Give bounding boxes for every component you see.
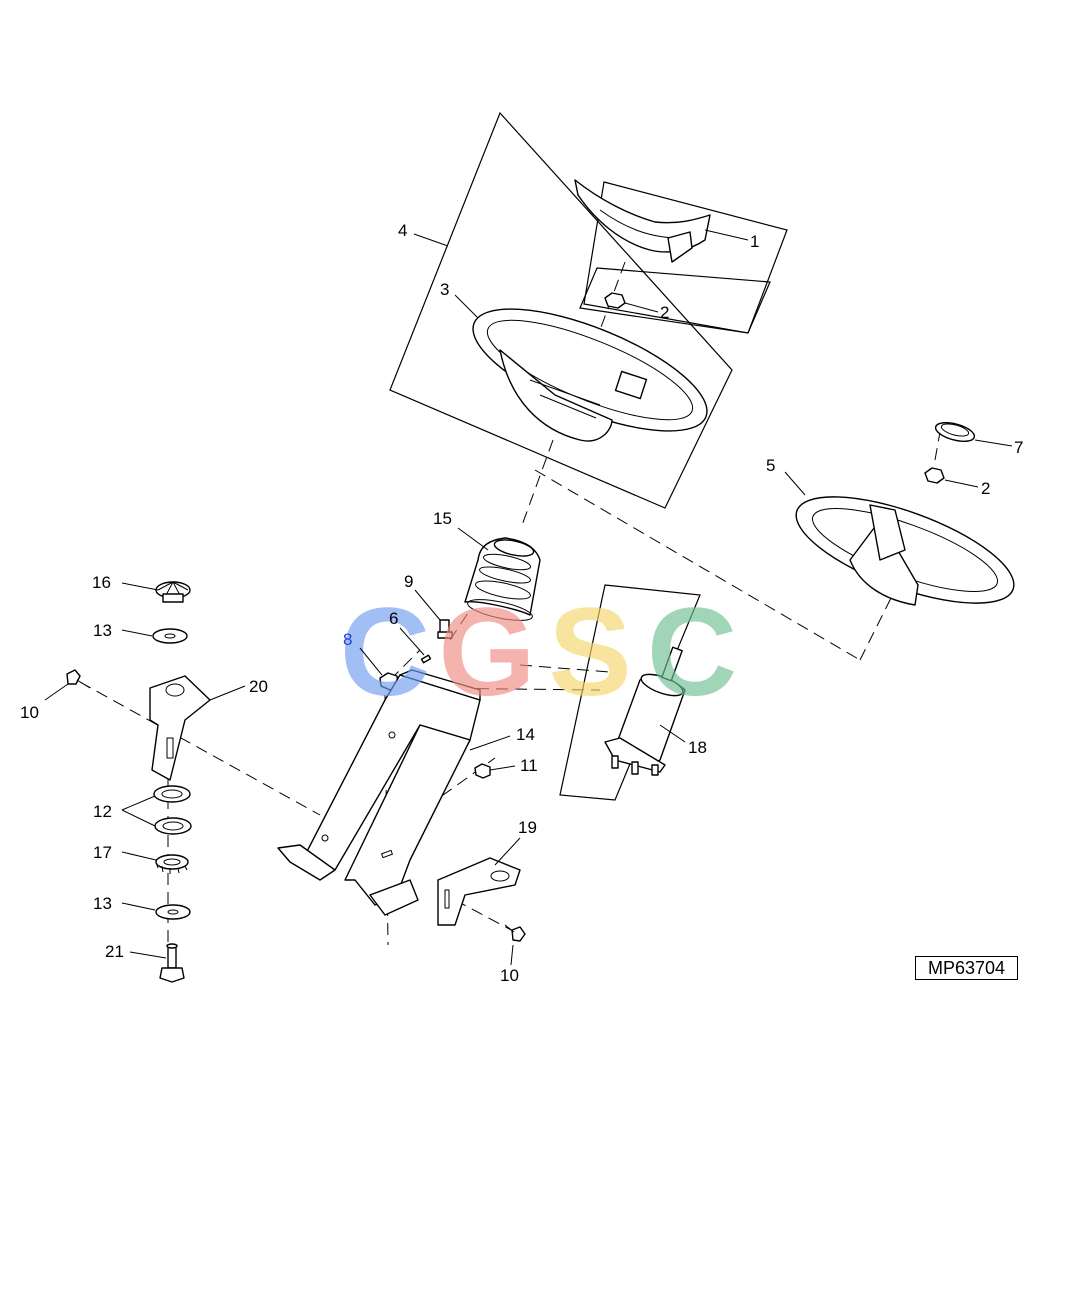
callout-5: 5 — [766, 456, 775, 475]
part-19-bracket-right — [437, 857, 521, 926]
assembly-group-box-1 — [583, 181, 788, 334]
assembly-group-box-2 — [579, 267, 771, 334]
callout-13-upper: 13 — [93, 621, 112, 640]
callout-13-lower: 13 — [93, 894, 112, 913]
watermark-letter-c1: C — [340, 583, 430, 722]
watermark-letter-c2: C — [647, 583, 737, 722]
part-10-bolt-left — [66, 669, 91, 689]
callout-20: 20 — [249, 677, 268, 696]
part-7-cap — [934, 421, 976, 443]
callout-10-lower: 10 — [500, 966, 519, 985]
watermark-letter-s: S — [548, 583, 631, 722]
callout-10-left: 10 — [20, 703, 39, 722]
part-3-steering-wheel — [472, 308, 708, 442]
part-6-pin — [420, 654, 432, 664]
callout-1: 1 — [750, 232, 759, 251]
part-5-steering-wheel-standard — [795, 496, 1015, 606]
leader-lines — [44, 229, 1013, 966]
callout-2-right: 2 — [981, 479, 990, 498]
callout-16: 16 — [92, 573, 111, 592]
part-20-bracket-left — [149, 675, 211, 781]
callout-9: 9 — [404, 572, 413, 591]
part-16-grommet — [155, 580, 191, 603]
part-15-boot — [464, 537, 541, 621]
part-10-bolt-lower — [504, 924, 526, 942]
callout-21: 21 — [105, 942, 124, 961]
part-13-washer-lower — [155, 904, 191, 920]
part-21-bolt — [159, 943, 185, 983]
callout-15: 15 — [433, 509, 452, 528]
part-14-column-support — [277, 669, 481, 916]
callout-4: 4 — [398, 221, 407, 240]
callout-12: 12 — [93, 802, 112, 821]
part-2-nut-right — [924, 467, 945, 484]
callouts: 1 2 3 4 5 7 2 15 9 6 8 16 13 20 10 14 11… — [20, 221, 1023, 985]
assembly-group-box-18 — [559, 584, 701, 801]
assembly-group-box-4 — [389, 111, 733, 509]
part-11-nut — [474, 763, 491, 779]
callout-7: 7 — [1014, 438, 1023, 457]
part-18-steering-unit — [604, 646, 686, 776]
callout-3: 3 — [440, 280, 449, 299]
part-9-bolt — [437, 619, 453, 639]
callout-18: 18 — [688, 738, 707, 757]
part-2-nut-upper — [604, 292, 626, 309]
callout-19: 19 — [518, 818, 537, 837]
watermark-letter-g: G — [438, 583, 535, 722]
part-17-lock-washer — [155, 854, 189, 874]
callout-11: 11 — [520, 756, 538, 775]
callout-14: 14 — [516, 725, 535, 744]
callout-2-upper: 2 — [660, 303, 669, 322]
callout-17: 17 — [93, 843, 112, 862]
callout-6: 6 — [389, 609, 398, 628]
diagram-reference-code: MP63704 — [915, 956, 1018, 980]
callout-8: 8 — [343, 630, 352, 649]
part-12-washers — [153, 785, 192, 835]
part-13-washer-upper — [152, 628, 188, 644]
watermark: C G S C — [340, 583, 737, 722]
part-1-steering-cover — [574, 179, 711, 263]
